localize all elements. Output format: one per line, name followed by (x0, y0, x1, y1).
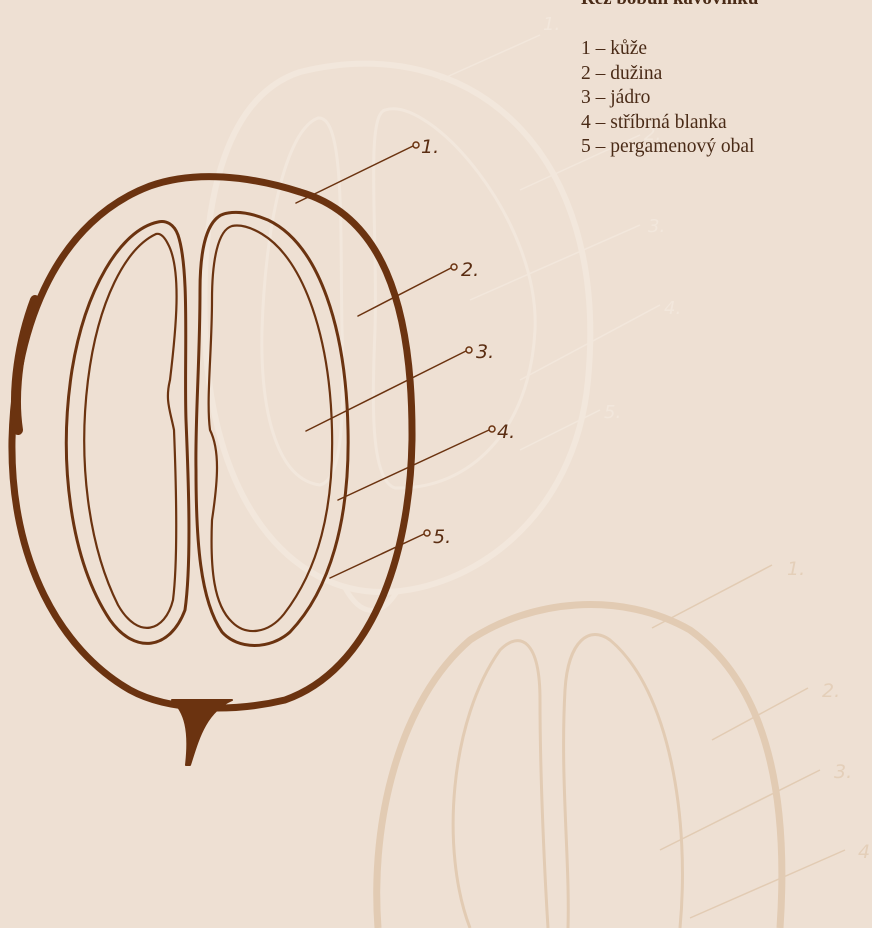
legend-list: 1 – kůže 2 – dužina 3 – jádro 4 – stříbr… (581, 37, 758, 160)
legend-text: jádro (610, 87, 650, 108)
skin-outline (12, 177, 412, 708)
callout-label-4: 4. (497, 421, 515, 443)
legend-text: dužina (610, 63, 662, 84)
left-bean-inner (84, 234, 176, 628)
legend-sep: – (596, 38, 606, 59)
svg-text:5.: 5. (604, 402, 621, 423)
legend-num: 2 (581, 63, 591, 84)
main-cherry (12, 142, 495, 765)
legend: Řez bobulí kávovníku 1 – kůže 2 – dužina… (581, 0, 758, 160)
legend-text: stříbrná blanka (610, 112, 726, 133)
legend-title: Řez bobulí kávovníku (581, 0, 758, 11)
legend-sep: – (596, 63, 606, 84)
svg-text:1.: 1. (543, 14, 560, 35)
svg-text:4.: 4. (664, 298, 681, 319)
svg-text:1.: 1. (787, 558, 805, 580)
callout-label-1: 1. (421, 136, 439, 158)
callout-label-2: 2. (461, 259, 479, 281)
ghost-cherry-tan (377, 565, 845, 928)
legend-item-bean: 3 – jádro (581, 86, 758, 111)
legend-item-pulp: 2 – dužina (581, 62, 758, 87)
legend-sep: – (596, 112, 606, 133)
legend-num: 4 (581, 112, 591, 133)
callout-label-3: 3. (476, 341, 494, 363)
svg-text:2.: 2. (822, 680, 840, 702)
legend-item-skin: 1 – kůže (581, 37, 758, 62)
callout-labels: 1. 2. 3. 4. 5. (421, 136, 515, 548)
legend-text: kůže (610, 38, 647, 59)
callout-label-5: 5. (433, 526, 451, 548)
legend-sep: – (596, 136, 606, 157)
svg-text:4: 4 (858, 841, 870, 863)
legend-text: pergamenový obal (610, 136, 754, 157)
legend-num: 1 (581, 38, 591, 59)
legend-num: 5 (581, 136, 591, 157)
legend-sep: – (596, 87, 606, 108)
legend-item-silverskin: 4 – stříbrná blanka (581, 111, 758, 136)
legend-num: 3 (581, 87, 591, 108)
svg-text:3.: 3. (834, 761, 852, 783)
ghost-labels-tan: 1. 2. 3. 4 (787, 558, 870, 863)
legend-item-parchment: 5 – pergamenový obal (581, 135, 758, 160)
svg-text:3.: 3. (648, 216, 665, 237)
